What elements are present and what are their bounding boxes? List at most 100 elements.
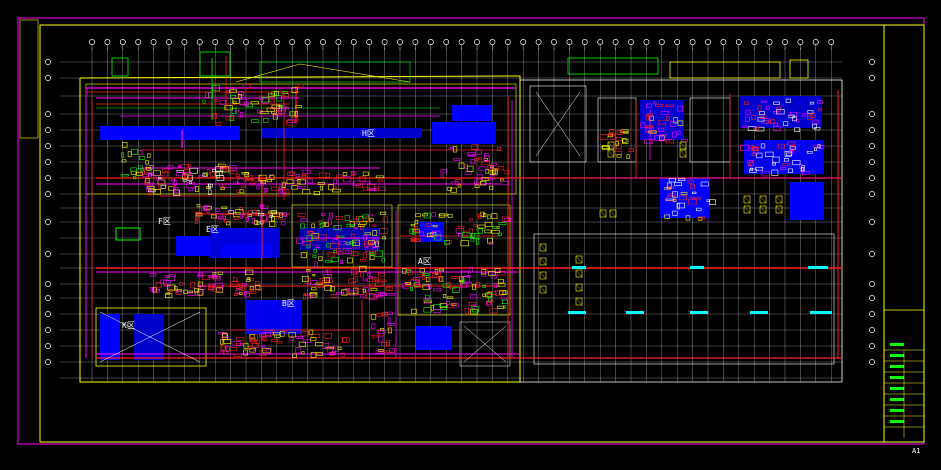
equipment-item <box>502 290 506 295</box>
box-symbol <box>759 195 767 204</box>
equipment-item <box>778 143 785 149</box>
equipment-item <box>500 180 509 186</box>
axis-bubble <box>258 39 265 45</box>
equipment-item <box>370 288 378 291</box>
equipment-item <box>324 222 329 227</box>
equipment-item <box>645 114 649 121</box>
equipment-item <box>291 177 298 181</box>
equipment-item <box>147 153 151 158</box>
equipment-item <box>297 186 306 189</box>
axis-bubbles-top <box>89 39 835 50</box>
equipment-item <box>480 180 487 186</box>
equipment-item <box>163 280 171 287</box>
equipment-item <box>127 151 132 158</box>
box-symbol <box>609 209 617 218</box>
axis-bubble <box>869 191 875 197</box>
equipment-item <box>411 239 420 242</box>
equipment-item <box>231 87 234 90</box>
equipment-item <box>336 174 343 178</box>
equipment-item <box>674 182 682 186</box>
equipment-item <box>374 250 383 257</box>
equipment-item <box>757 105 762 112</box>
equipment-item <box>329 279 334 283</box>
equipment-item <box>677 105 683 112</box>
equipment-item <box>223 339 232 344</box>
equipment-item <box>312 254 317 258</box>
equipment-item <box>784 158 789 162</box>
equipment-item <box>324 333 332 339</box>
equipment-item <box>697 216 706 220</box>
equipment-item <box>407 270 413 276</box>
equipment-item <box>485 168 490 174</box>
equipment-item <box>222 183 230 188</box>
box-symbol <box>759 205 767 214</box>
equipment-item <box>375 281 384 287</box>
equipment-item <box>145 160 149 165</box>
equipment-item <box>423 298 432 304</box>
equipment-item <box>260 205 269 209</box>
axis-bubble <box>45 159 51 165</box>
equipment-item <box>740 144 749 151</box>
equipment-item <box>145 178 150 184</box>
equipment-item <box>494 268 501 273</box>
box-symbol <box>607 141 615 150</box>
equipment-item <box>425 294 430 301</box>
equipment-item <box>209 171 216 177</box>
equipment-item <box>362 214 369 219</box>
axis-bubble <box>443 39 450 45</box>
equipment-item <box>422 273 425 280</box>
axis-bubble <box>304 39 311 45</box>
box-symbol <box>743 205 751 214</box>
title-block-text-mark <box>890 376 904 379</box>
box-symbol <box>679 149 687 158</box>
equipment-item <box>696 207 702 212</box>
box-symbol-cross <box>775 205 783 214</box>
equipment-item <box>319 185 323 191</box>
equipment-item <box>311 223 316 229</box>
equipment-item <box>253 347 257 351</box>
equipment-item <box>363 187 370 191</box>
equipment-item <box>197 272 204 276</box>
equipment-item <box>386 323 395 326</box>
equipment-item <box>413 226 418 232</box>
equipment-item <box>271 186 279 191</box>
equipment-item <box>323 274 332 279</box>
equipment-item <box>296 237 303 244</box>
equipment-item <box>444 240 450 246</box>
equipment-item <box>148 189 153 196</box>
equipment-item <box>330 286 335 292</box>
axis-bubble <box>289 39 296 45</box>
equipment-item <box>249 182 256 186</box>
equipment-item <box>482 293 486 297</box>
equipment-item <box>818 108 822 112</box>
equipment-item <box>250 337 256 344</box>
equipment-item <box>239 207 243 212</box>
equipment-item <box>380 291 387 296</box>
equipment-item <box>271 91 277 96</box>
equipment-item <box>149 165 155 170</box>
axis-bubble <box>689 39 696 45</box>
equipment-item <box>346 223 355 228</box>
equipment-item <box>301 173 307 177</box>
equipment-item <box>745 109 751 115</box>
equipment-item <box>303 294 307 300</box>
equipment-item <box>224 219 230 223</box>
axis-bubble <box>166 39 172 45</box>
equipment-item <box>772 162 776 166</box>
axis-bubble <box>150 39 157 45</box>
roof-details <box>235 59 809 83</box>
equipment-item <box>263 117 269 123</box>
equipment-item <box>195 185 199 192</box>
box-symbol <box>575 283 583 292</box>
equipment-item <box>291 185 299 190</box>
equipment-item <box>294 111 299 117</box>
equipment-item <box>368 276 373 279</box>
equipment-item <box>381 257 385 263</box>
axis-bubble <box>45 59 51 65</box>
equipment-item <box>202 99 206 104</box>
equipment-item <box>667 193 676 197</box>
equipment-item <box>167 164 174 170</box>
equipment-item <box>308 329 314 335</box>
equipment-item <box>306 244 311 249</box>
